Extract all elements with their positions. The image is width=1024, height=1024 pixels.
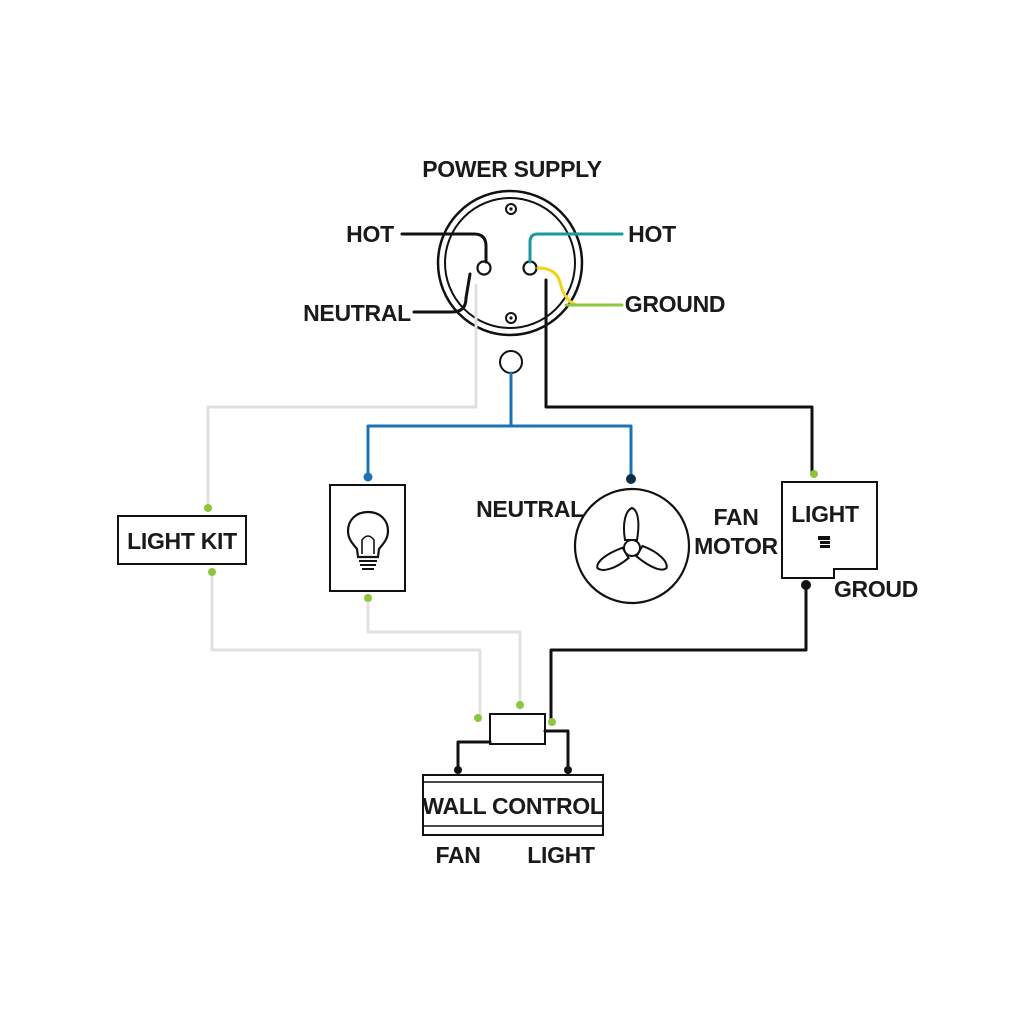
wall-control-box <box>422 774 604 836</box>
connector-dot-dark <box>801 580 811 590</box>
screw-bottom <box>505 312 517 324</box>
wall-control-label: WALL CONTROL <box>422 793 603 819</box>
light-kit-box: LIGHT KIT <box>117 515 247 565</box>
supply-accent-wires <box>528 232 624 307</box>
power-supply-inner-ring <box>444 197 576 329</box>
terminal-left <box>476 260 492 276</box>
neutral-supply-label: NEUTRAL <box>303 300 411 326</box>
groud-label: GROUD <box>834 576 918 602</box>
junction-connector <box>499 350 523 374</box>
connector-dot <box>208 568 216 576</box>
connector-dot <box>548 718 556 726</box>
power-supply-label: POWER SUPPLY <box>422 156 602 182</box>
light-bulb-icon <box>346 510 390 570</box>
fan-motor <box>573 487 691 605</box>
neutral-fan-label: NEUTRAL <box>476 496 584 522</box>
wall-control-module <box>489 713 546 745</box>
light-box-label: LIGHT <box>791 501 859 527</box>
labels: POWER SUPPLY HOT HOT NEUTRAL GROUND NEUT… <box>303 156 918 868</box>
connector-dot-blue <box>363 472 373 482</box>
neutral-blue-wires <box>366 371 633 481</box>
light-kit-to-wall-control-wire <box>210 570 482 722</box>
hot-wires <box>400 232 814 724</box>
connector-dot-dark <box>626 474 636 484</box>
fan-motor-label-line2: MOTOR <box>694 533 778 559</box>
fan-motor-label-line1: FAN <box>713 504 758 530</box>
hot-wire-to-light <box>544 278 814 476</box>
wall-control-lead-left <box>456 740 492 772</box>
wall-control: WALL CONTROL <box>422 713 604 836</box>
hot-wire-left <box>400 232 488 264</box>
connector-dot <box>204 504 212 512</box>
screw-top <box>505 203 517 215</box>
ground-supply-label: GROUND <box>625 291 725 317</box>
neutral-wire-to-light-kit <box>206 283 478 510</box>
neutral-wire-left <box>412 272 472 314</box>
connector-dot <box>474 714 482 722</box>
connector-dots <box>204 470 818 774</box>
switch-to-wall-control-wire <box>366 596 522 707</box>
neutral-branch-wire <box>366 424 633 481</box>
light-to-wall-control-wire <box>549 583 808 724</box>
connector-dot-dark <box>454 766 462 774</box>
light-switch-box <box>329 484 406 592</box>
light-switch-rect <box>329 484 406 592</box>
socket-icon <box>818 536 830 548</box>
light-kit-label: LIGHT KIT <box>127 528 237 554</box>
light-kit-rect <box>117 515 247 565</box>
neutral-light-wires <box>206 283 522 722</box>
hot-label-left: HOT <box>346 221 394 247</box>
yellow-wire <box>536 266 578 307</box>
connector-dot-dark <box>564 766 572 774</box>
fan-label: FAN <box>435 842 480 868</box>
light-box: LIGHT <box>781 481 878 579</box>
connector-dot <box>810 470 818 478</box>
hot-wire-right <box>528 232 624 264</box>
connector-dot <box>364 594 372 602</box>
hot-label-right: HOT <box>628 221 676 247</box>
wall-control-lead-right <box>543 729 570 772</box>
light-label-bottom: LIGHT <box>527 842 595 868</box>
light-box-outline <box>781 481 878 579</box>
fan-blades-icon <box>596 506 668 571</box>
connector-dot <box>516 701 524 709</box>
